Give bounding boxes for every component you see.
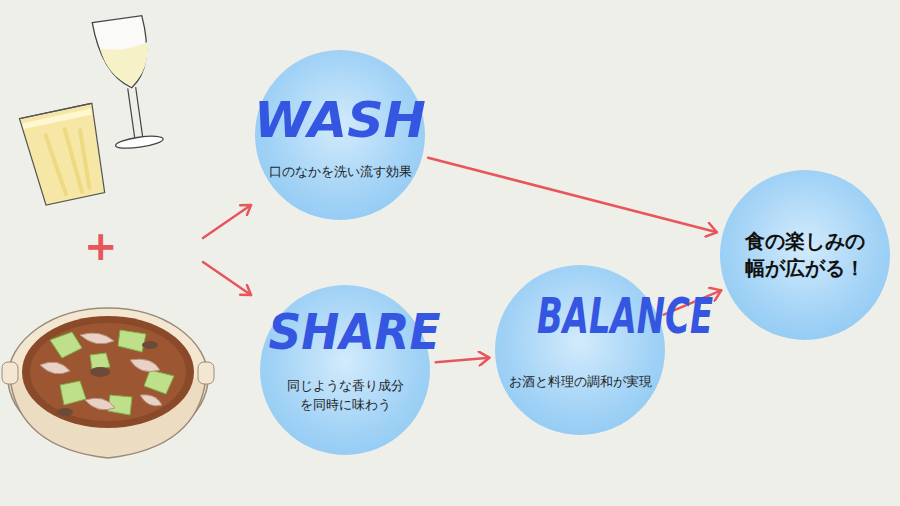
split-arrow [203,205,251,238]
circle-node: BALANCE お酒と料理の調和が実現 [495,265,665,435]
node-title: SHARE [260,307,430,357]
circle-node: 食の楽しみの 幅が広がる！ [720,170,890,340]
circle-node: SHARE 同じような香り成分 を同時に味わう [260,285,430,455]
title-text: WASH [254,95,426,145]
title-text: SHARE [269,307,441,357]
flow-arrow [436,358,490,363]
node-title: BALANCE [495,291,665,341]
plus-sign: + [84,226,118,266]
description-text: 口のなかを洗い流す効果 [260,163,420,182]
title-text: BALANCE [537,291,713,341]
description-text: お酒と料理の調和が実現 [500,373,660,392]
result-text: 食の楽しみの 幅が広がる！ [735,228,875,282]
split-arrow [203,262,251,295]
circle-node: WASH 口のなかを洗い流す効果 [255,50,425,220]
node-title: WASH [255,95,425,145]
flow-arrow [428,158,717,233]
description-text: 同じような香り成分 を同時に味わう [280,377,410,415]
beer-glass [19,103,110,206]
hot-pot [2,308,214,458]
wine-glass [92,15,164,151]
